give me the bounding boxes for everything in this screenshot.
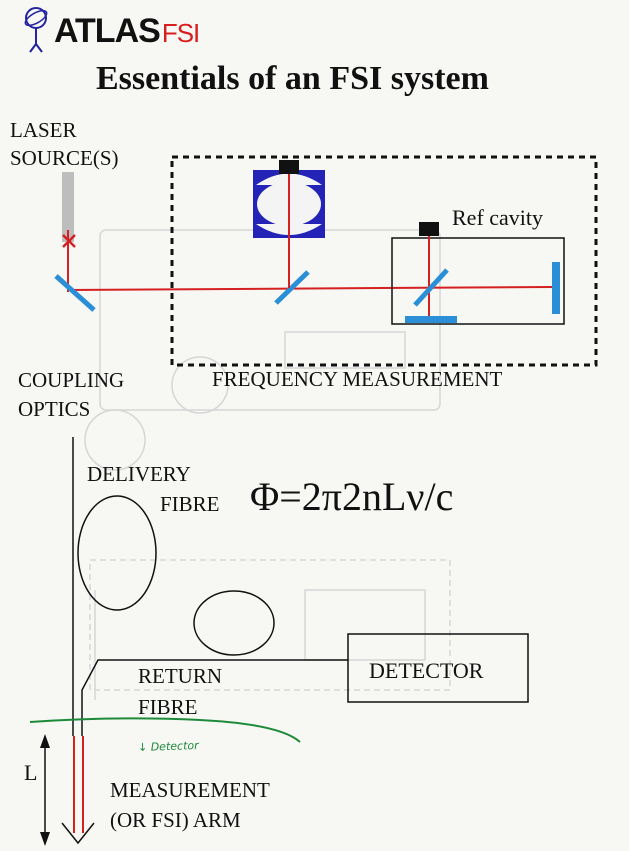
- phase-formula: Φ=2π2nLν/c: [250, 474, 454, 519]
- delivery-label-line1: DELIVERY: [87, 462, 191, 486]
- main-beam: [67, 286, 553, 291]
- laser-source-block: [62, 172, 74, 242]
- length-arrow-bottom: [40, 832, 50, 846]
- coupling-splitter-mirror: [54, 274, 96, 312]
- ref-cavity-label: Ref cavity: [452, 205, 544, 230]
- return-fibre-line: [81, 659, 348, 736]
- ref-cavity-bottom-mirror: [405, 316, 457, 323]
- handwritten-note: ↓ Detector: [137, 738, 199, 755]
- handwritten-underline: [29, 717, 301, 743]
- ref-cavity-box: [391, 237, 565, 325]
- detector-box: [347, 633, 529, 703]
- page-title: Essentials of an FSI system: [96, 60, 489, 97]
- return-label-line1: RETURN: [138, 664, 222, 688]
- frequency-splitter-mirror: [274, 270, 310, 305]
- logo-main: ATLAS: [54, 12, 161, 50]
- coupling-label-line2: OPTICS: [18, 397, 91, 421]
- length-label: L: [24, 760, 38, 785]
- delivery-label-line2: FIBRE: [160, 492, 220, 516]
- ref-cavity-splitter: [413, 268, 449, 307]
- coupling-label-line1: COUPLING: [18, 368, 125, 392]
- return-fibre-coil: [193, 590, 275, 656]
- laser-label-line1: LASER: [10, 118, 77, 142]
- frequency-measurement-label: FREQUENCY MEASUREMENT: [212, 367, 503, 391]
- laser-label-line2: SOURCE(S): [10, 146, 119, 170]
- atlas-logo-icon: [24, 7, 48, 53]
- laser-cross-icon: [62, 234, 76, 248]
- measurement-reflector: [61, 822, 95, 845]
- frequency-measurement-box: [170, 155, 598, 367]
- logo-suffix: FSI: [161, 18, 200, 48]
- ref-cavity-end-mirror: [552, 262, 560, 314]
- length-arrow-top: [40, 734, 50, 748]
- measurement-label-line2: (OR FSI) ARM: [110, 808, 241, 832]
- detector-label: DETECTOR: [369, 658, 484, 683]
- ref-cavity-detector: [419, 222, 439, 236]
- measurement-label-line1: MEASUREMENT: [110, 778, 270, 802]
- atlas-logo: ATLASFSI: [54, 12, 200, 51]
- delivery-fibre-coil: [77, 495, 157, 611]
- return-label-line2: FIBRE: [138, 695, 198, 719]
